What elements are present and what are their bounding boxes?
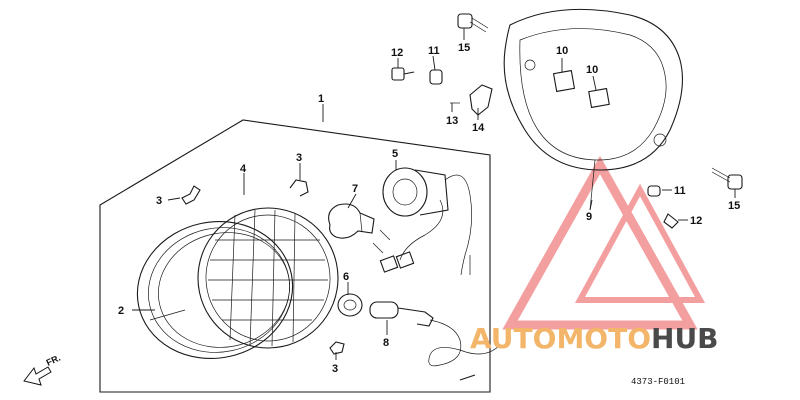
callout-15b: 15 (728, 200, 740, 212)
leader-lines (132, 28, 736, 360)
callout-11a: 11 (428, 45, 440, 57)
callout-10a: 10 (556, 45, 568, 57)
callout-14: 14 (472, 122, 485, 134)
callout-13: 13 (446, 115, 458, 127)
callout-12b: 12 (690, 215, 702, 227)
callout-10b: 10 (586, 64, 598, 76)
callout-15a: 15 (458, 42, 470, 54)
watermark-logo (502, 155, 706, 330)
callout-11b: 11 (674, 185, 686, 197)
hardware-13-14 (450, 84, 493, 116)
callout-5: 5 (392, 148, 398, 160)
headlight-rim (136, 220, 294, 360)
callout-6: 6 (343, 271, 349, 283)
assembly-outline (99, 119, 491, 393)
callout-9: 9 (586, 211, 592, 223)
watermark-part1: AUTOMOTO (470, 322, 651, 355)
watermark-text: AUTOMOTOHUB (470, 322, 719, 355)
bolt-15-right (711, 167, 743, 190)
bulb-socket (372, 167, 472, 276)
mounting-clips (181, 179, 345, 355)
callout-3b: 3 (296, 152, 302, 164)
headlight-lens-unit (197, 207, 339, 349)
wire-connectors (379, 251, 471, 275)
front-direction-label: FR. (45, 353, 62, 368)
callout-3c: 3 (332, 363, 338, 375)
bolt-15-top (457, 13, 489, 33)
front-direction-arrow: FR. (23, 353, 62, 386)
headlight-case (503, 8, 683, 211)
catalog-code: 4373-F0101 (631, 377, 685, 387)
position-light-socket (337, 293, 501, 381)
callout-12a: 12 (391, 47, 403, 59)
callout-1: 1 (318, 93, 324, 105)
callout-7: 7 (352, 183, 358, 195)
callout-4: 4 (240, 163, 247, 175)
callout-3a: 3 (156, 195, 162, 207)
hardware-11-12-left (391, 67, 443, 85)
hardware-11-12-right (647, 185, 679, 229)
callout-8: 8 (383, 337, 389, 349)
headlight-bulb (328, 203, 375, 239)
watermark-part2: HUB (651, 322, 719, 355)
callout-2: 2 (118, 305, 124, 317)
